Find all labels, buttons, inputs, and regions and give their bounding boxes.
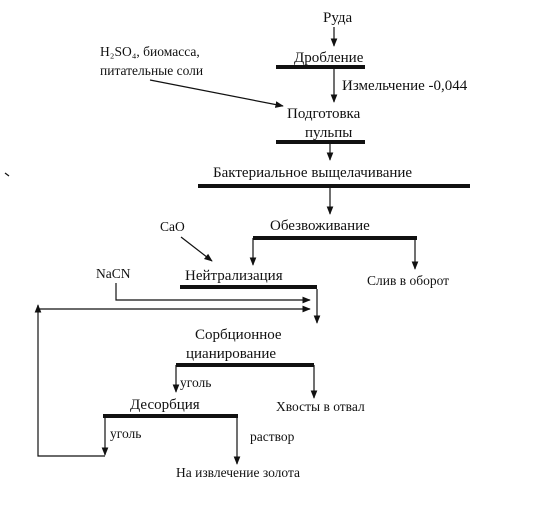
coal-label-2: уголь xyxy=(110,426,141,441)
arrow-nacn-to-sorption xyxy=(115,283,311,304)
recycle-loop-line xyxy=(37,309,105,457)
bacterial-leaching-label: Бактериальное выщелачивание xyxy=(213,165,412,181)
pulp-prep-label-line2: пульпы xyxy=(305,125,352,141)
tailings-label: Хвосты в отвал xyxy=(276,399,365,414)
stray-tick-mark xyxy=(4,172,10,177)
neutralization-label: Нейтрализация xyxy=(185,268,283,284)
arrow-cao-to-neutralization xyxy=(180,236,213,262)
nacn-label: NaCN xyxy=(96,266,131,281)
sorption-label-line1: Сорбционное xyxy=(195,327,282,343)
pulp-prep-label-line1: Подготовка xyxy=(287,106,361,122)
dewatering-label: Обезвоживание xyxy=(270,218,370,234)
neutralization-bar xyxy=(180,285,317,289)
gold-recovery-label: На извлечение золота xyxy=(176,465,300,480)
crushing-bar xyxy=(276,65,365,69)
desorption-label: Десорбция xyxy=(130,397,200,413)
pulp-prep-bar xyxy=(276,140,365,144)
crushing-label: Дробление xyxy=(294,50,364,66)
coal-label-1: уголь xyxy=(180,375,211,390)
arrow-reagents-to-pulp xyxy=(149,79,284,108)
grinding-label: Измельчение -0,044 xyxy=(342,78,468,94)
sorption-label-line2: цианирование xyxy=(186,346,276,362)
reagents-label-line1: H₂SO₄, биомасса, xyxy=(100,44,200,59)
overflow-recycle-label: Слив в оборот xyxy=(367,273,449,288)
ore-label: Руда xyxy=(323,10,353,26)
solution-label: раствор xyxy=(250,429,295,444)
cao-label: CaO xyxy=(160,219,185,234)
reagents-label-line2: питательные соли xyxy=(100,63,203,78)
leaching-bar xyxy=(198,184,470,188)
dewatering-bar xyxy=(253,236,417,240)
sorption-bar xyxy=(176,363,314,367)
desorption-bar xyxy=(103,414,238,418)
